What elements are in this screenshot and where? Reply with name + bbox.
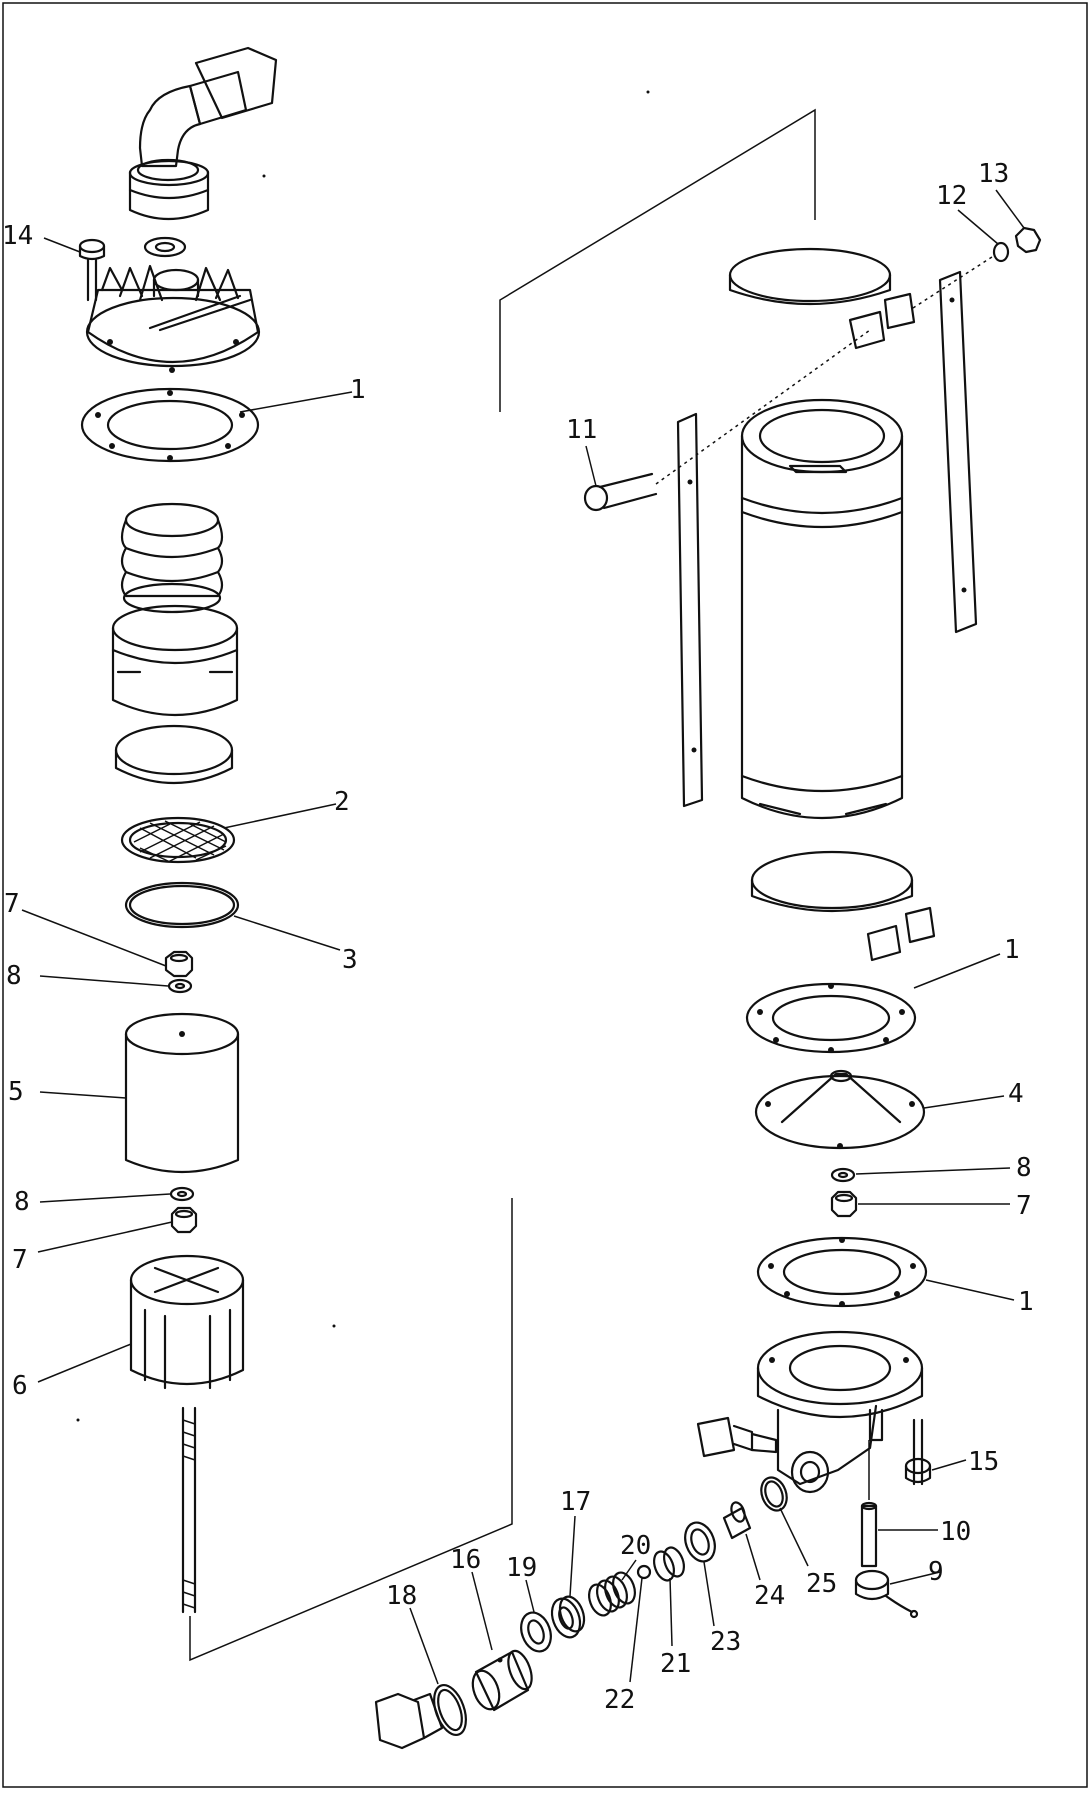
end-plug	[374, 1692, 444, 1750]
sleeve-cylinder	[111, 604, 239, 717]
callout-13: 13	[978, 159, 1009, 189]
callout-7-right: 7	[1016, 1191, 1032, 1221]
nut-13	[1014, 226, 1042, 254]
callout-4: 4	[1008, 1079, 1024, 1109]
ring-23	[684, 1521, 716, 1563]
washer-top	[143, 236, 187, 258]
gasket-right-lower	[756, 1236, 928, 1308]
washer-12	[992, 241, 1010, 263]
speck	[646, 90, 650, 94]
callout-8-upper: 8	[6, 961, 22, 991]
assembly-line-right	[499, 108, 816, 412]
ring-3	[124, 881, 240, 929]
speck	[332, 1324, 336, 1328]
gasket-left	[80, 387, 260, 463]
band-clamp-upper	[728, 247, 916, 350]
callout-9: 9	[928, 1557, 944, 1587]
callout-11: 11	[566, 415, 597, 445]
bracket-strip-right	[938, 270, 978, 634]
bolt-15	[904, 1418, 932, 1486]
callout-23: 23	[710, 1627, 741, 1657]
callout-17: 17	[560, 1487, 591, 1517]
spring-seat-17	[550, 1595, 586, 1639]
nut-7-right	[830, 1190, 858, 1218]
nut-7-upper	[164, 950, 194, 978]
elbow-pipe	[128, 46, 278, 221]
cone-plate-4	[754, 1069, 926, 1150]
ring-19	[520, 1611, 552, 1653]
callout-1-right-upper: 1	[1004, 935, 1020, 965]
leader-lines	[21, 189, 1025, 1685]
sleeve-16	[471, 1649, 533, 1712]
callout-10: 10	[940, 1517, 971, 1547]
washer-8-right	[830, 1167, 856, 1183]
bolt-11	[583, 329, 871, 512]
fitting-24	[722, 1501, 752, 1540]
callout-6: 6	[12, 1371, 28, 1401]
callout-8-lower: 8	[14, 1187, 30, 1217]
o-ring-25	[760, 1476, 788, 1512]
callout-25: 25	[806, 1569, 837, 1599]
callout-18: 18	[386, 1581, 417, 1611]
callout-19: 19	[506, 1553, 537, 1583]
housing-side-fitting	[696, 1416, 778, 1458]
center-rod	[181, 1406, 197, 1614]
bolt-12-13-line	[912, 254, 996, 309]
callout-20: 20	[620, 1531, 651, 1561]
callout-8-right: 8	[1016, 1153, 1032, 1183]
speck	[76, 1418, 80, 1422]
gasket-right-upper	[745, 982, 917, 1054]
bracket-strip-left	[676, 412, 704, 808]
callout-7-upper: 7	[4, 889, 20, 919]
callout-15: 15	[968, 1447, 999, 1477]
callout-3: 3	[342, 945, 358, 975]
speck	[262, 174, 266, 178]
callout-labels: 14 1 2 3 7 8 5 8 7 6 11 12 13 1 4 8 7 1 …	[2, 159, 1034, 1715]
spacer-21	[653, 1546, 685, 1582]
band-clamp-lower	[750, 850, 936, 962]
screen-2	[120, 816, 236, 864]
bellows	[120, 502, 224, 614]
ball-22	[636, 1564, 652, 1580]
callout-21: 21	[660, 1649, 691, 1679]
spring-20	[588, 1571, 636, 1617]
valve-housing	[756, 1330, 924, 1494]
callout-14: 14	[2, 221, 33, 251]
outer-cylinder	[740, 398, 904, 820]
callout-5: 5	[8, 1077, 24, 1107]
plug-9	[854, 1569, 919, 1619]
washer-8-upper	[167, 978, 193, 994]
callout-22: 22	[604, 1685, 635, 1715]
o-ring-18	[433, 1684, 467, 1736]
nut-7-lower	[170, 1206, 198, 1234]
cap-6	[129, 1254, 245, 1390]
washer-8-lower	[169, 1186, 195, 1202]
callout-1-left: 1	[350, 375, 366, 405]
element-5	[124, 1012, 240, 1174]
callout-24: 24	[754, 1581, 785, 1611]
callout-7-lower: 7	[12, 1245, 28, 1275]
callout-2: 2	[334, 787, 350, 817]
callout-1-right-lower: 1	[1018, 1287, 1034, 1317]
assembly-line-left	[189, 1198, 513, 1662]
callout-16: 16	[450, 1545, 481, 1575]
bolt-14	[78, 238, 106, 302]
top-cover	[85, 264, 261, 373]
callout-12: 12	[936, 181, 967, 211]
disc	[114, 724, 234, 785]
pin-10	[860, 1440, 878, 1568]
